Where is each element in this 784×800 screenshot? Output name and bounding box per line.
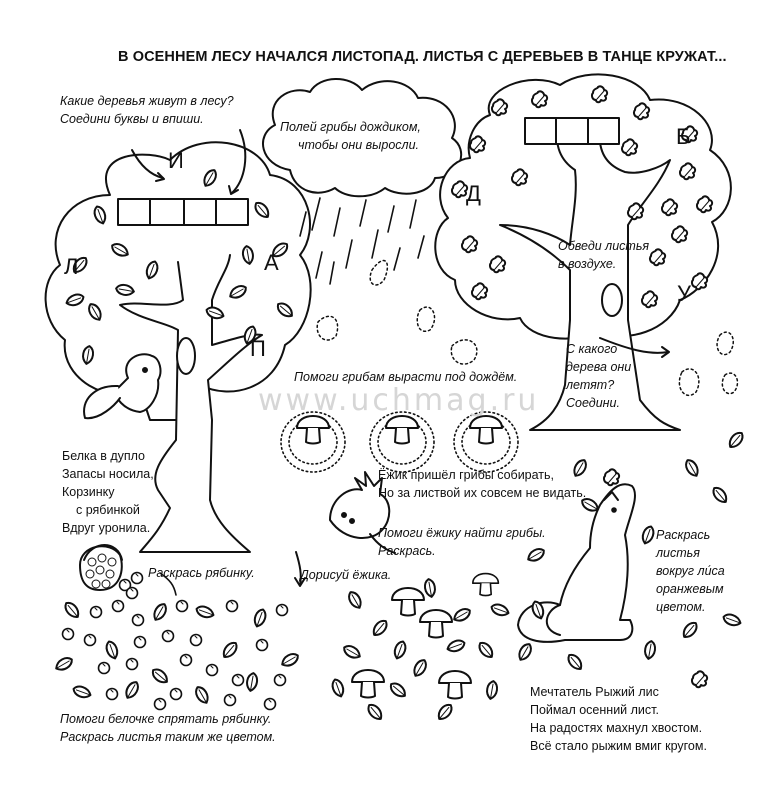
cloud-text-line1: Полей грибы дождиком, — [280, 120, 421, 134]
cloud-text-line2: чтобы они выросли. — [298, 138, 420, 152]
right-tree — [434, 73, 739, 431]
fox-task-line3: вокруг ли́са — [656, 564, 725, 578]
which-tree-line3: летят? — [566, 378, 615, 392]
which-tree-line4: Соедини. — [566, 396, 620, 410]
squirrel-poem-line4: с рябинкой — [76, 503, 140, 517]
which-tree-line2: дерева они — [566, 360, 632, 374]
trees-question-line1: Какие деревья живут в лесу? — [60, 94, 234, 108]
fox-task-line5: цветом. — [656, 600, 706, 614]
watermark: www.uchmag.ru — [258, 383, 540, 418]
dotted-mushrooms — [280, 411, 519, 473]
squirrel-poem-line3: Корзинку — [62, 485, 115, 499]
left-tree — [44, 129, 312, 553]
hedgehog-task-line2: Раскрась. — [378, 544, 436, 558]
hedgehog-poem-line2: Но за листвой их совсем не видать. — [378, 486, 587, 500]
fox-task-line1: Раскрась — [656, 528, 711, 542]
hidden-mushrooms-area — [329, 572, 512, 724]
hedgehog-task-line1: Помоги ёжику найти грибы. — [378, 526, 546, 540]
squirrel-poem-line2: Запасы носила, — [62, 467, 154, 481]
letter-left-3: А — [264, 250, 279, 275]
fox — [515, 428, 747, 689]
trees-question-line2: Соедини буквы и впиши. — [60, 112, 204, 126]
letter-left-4: П — [250, 336, 266, 361]
hedgehog-poem-line1: Ёжик пришёл грибы собирать, — [378, 468, 555, 482]
letter-left-2: Л — [64, 254, 79, 279]
squirrel-poem-line5: Вдруг уронила. — [62, 521, 151, 535]
bottom-left-berries-and-leaves — [52, 598, 302, 711]
draw-hedgehog-task: Дорисуй ёжика. — [300, 568, 392, 582]
squirrel-poem-line1: Белка в дупло — [62, 449, 146, 463]
bottom-left-task-line2: Раскрась листья таким же цветом. — [60, 730, 276, 744]
mushrooms-task: Помоги грибам вырасти под дождём. — [294, 370, 518, 384]
which-tree-line1: С какого — [566, 342, 618, 356]
letter-left-1: И — [168, 148, 184, 173]
fox-poem-line1: Мечтатель Рыжий лис — [530, 685, 659, 699]
fox-task-line4: оранжевым — [656, 582, 724, 596]
fox-poem-line2: Поймал осенний лист. — [530, 703, 659, 717]
fox-poem-line4: Всё стало рыжим вмиг кругом. — [530, 739, 707, 753]
fox-poem-line3: На радостях махнул хвостом. — [530, 721, 703, 735]
page-title: В ОСЕННЕМ ЛЕСУ НАЧАЛСЯ ЛИСТОПАД. ЛИСТЬЯ … — [118, 49, 727, 65]
hedgehog — [294, 471, 396, 587]
letter-right-3: У — [677, 281, 691, 306]
bottom-left-task-line1: Помоги белочке спрятать рябинку. — [60, 712, 272, 726]
rowan-task: Раскрась рябинку. — [148, 566, 255, 580]
letter-right-2: Д — [466, 181, 481, 206]
trace-leaves-line1: Обведи листья — [558, 239, 650, 253]
rowan-basket — [79, 544, 144, 600]
letter-right-1: Б — [676, 124, 691, 149]
fox-task-line2: листья — [656, 546, 700, 560]
trace-leaves-line2: в воздухе. — [558, 257, 617, 271]
